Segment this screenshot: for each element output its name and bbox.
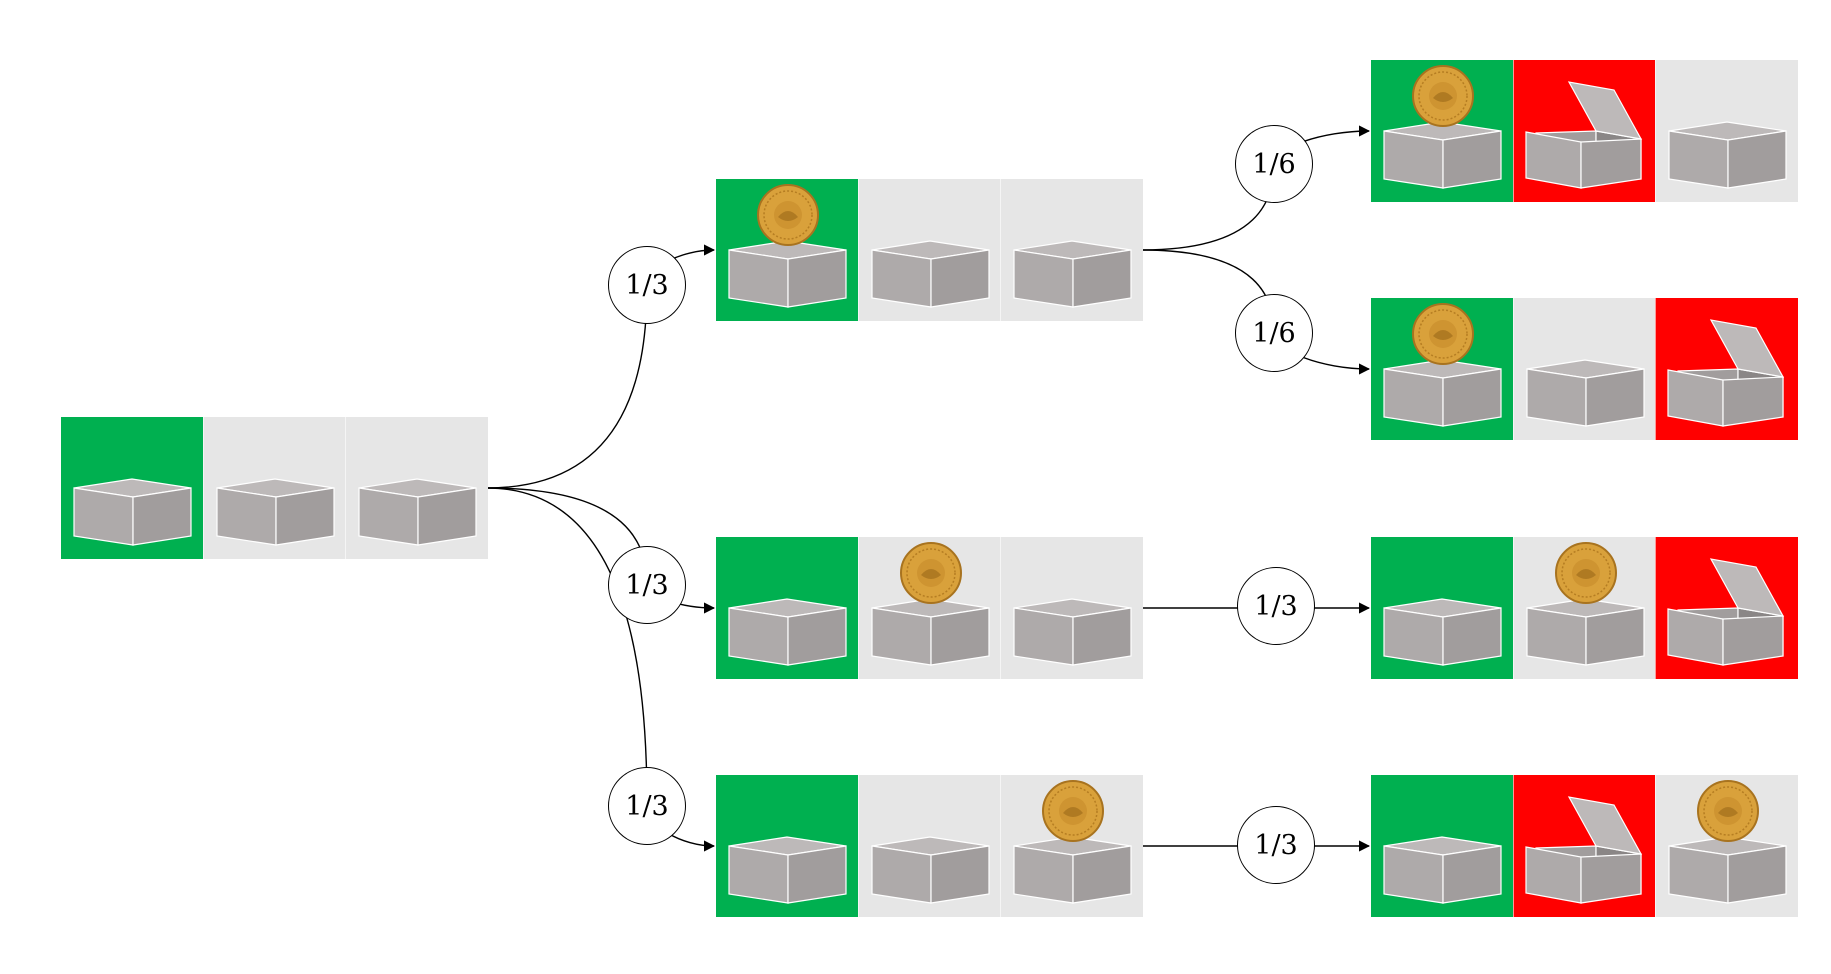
closed-box-icon bbox=[728, 836, 847, 904]
closed-box-icon bbox=[1526, 542, 1645, 666]
box-cell-1 bbox=[716, 179, 858, 321]
box-lid-open bbox=[1709, 558, 1785, 617]
gold-coin-icon bbox=[900, 542, 962, 604]
box-cell-3 bbox=[1000, 179, 1143, 321]
box-cell-2 bbox=[858, 775, 1001, 917]
closed-box-icon bbox=[871, 836, 990, 904]
closed-box-icon bbox=[73, 478, 192, 546]
closed-box-icon bbox=[1383, 598, 1502, 666]
closed-box-icon bbox=[1013, 598, 1132, 666]
box-cell-1 bbox=[1371, 537, 1513, 679]
edge-label-a-a1: 1/6 bbox=[1235, 125, 1313, 203]
box-lid-open bbox=[1567, 796, 1643, 855]
box-cell-1 bbox=[1371, 298, 1513, 440]
gold-coin-icon bbox=[757, 184, 819, 246]
closed-box-icon bbox=[1383, 65, 1502, 189]
open-box-icon bbox=[1525, 81, 1643, 189]
box-cell-3 bbox=[1000, 537, 1143, 679]
open-box-icon bbox=[1667, 319, 1785, 427]
edge-label-c-c1: 1/3 bbox=[1237, 806, 1315, 884]
edge-label-root-c: 1/3 bbox=[608, 767, 686, 845]
closed-box-icon bbox=[728, 598, 847, 666]
closed-box-icon bbox=[871, 240, 990, 308]
closed-box-icon bbox=[358, 478, 477, 546]
box-cell-2 bbox=[203, 417, 346, 559]
closed-box-icon bbox=[1526, 359, 1645, 427]
edge-label-root-a: 1/3 bbox=[608, 246, 686, 324]
edge-label-root-b: 1/3 bbox=[608, 546, 686, 624]
box-cell-1 bbox=[716, 537, 858, 679]
box-cell-2 bbox=[1513, 298, 1656, 440]
box-cell-2 bbox=[858, 537, 1001, 679]
box-cell-3 bbox=[1000, 775, 1143, 917]
box-lid-open bbox=[1709, 319, 1785, 378]
box-cell-3 bbox=[1655, 298, 1798, 440]
gold-coin-icon bbox=[1042, 780, 1104, 842]
closed-box-icon bbox=[1383, 303, 1502, 427]
box-cell-2 bbox=[1513, 775, 1656, 917]
open-box-icon bbox=[1525, 796, 1643, 904]
box-cell-1 bbox=[716, 775, 858, 917]
box-cell-1 bbox=[1371, 60, 1513, 202]
closed-box-icon bbox=[216, 478, 335, 546]
box-cell-2 bbox=[858, 179, 1001, 321]
open-box-icon bbox=[1667, 558, 1785, 666]
closed-box-icon bbox=[1013, 780, 1132, 904]
gold-coin-icon bbox=[1555, 542, 1617, 604]
gold-coin-icon bbox=[1412, 65, 1474, 127]
box-cell-3 bbox=[1655, 537, 1798, 679]
closed-box-icon bbox=[1383, 836, 1502, 904]
edge-label-a-a2: 1/6 bbox=[1235, 294, 1313, 372]
box-cell-3 bbox=[345, 417, 488, 559]
closed-box-icon bbox=[1668, 780, 1787, 904]
box-cell-3 bbox=[1655, 60, 1798, 202]
edge-label-b-b1: 1/3 bbox=[1237, 567, 1315, 645]
box-cell-3 bbox=[1655, 775, 1798, 917]
closed-box-icon bbox=[1013, 240, 1132, 308]
closed-box-icon bbox=[871, 542, 990, 666]
box-lid-open bbox=[1567, 81, 1643, 140]
box-cell-2 bbox=[1513, 60, 1656, 202]
closed-box-icon bbox=[1668, 121, 1787, 189]
box-cell-1 bbox=[61, 417, 203, 559]
box-cell-1 bbox=[1371, 775, 1513, 917]
gold-coin-icon bbox=[1412, 303, 1474, 365]
gold-coin-icon bbox=[1697, 780, 1759, 842]
closed-box-icon bbox=[728, 184, 847, 308]
box-cell-2 bbox=[1513, 537, 1656, 679]
